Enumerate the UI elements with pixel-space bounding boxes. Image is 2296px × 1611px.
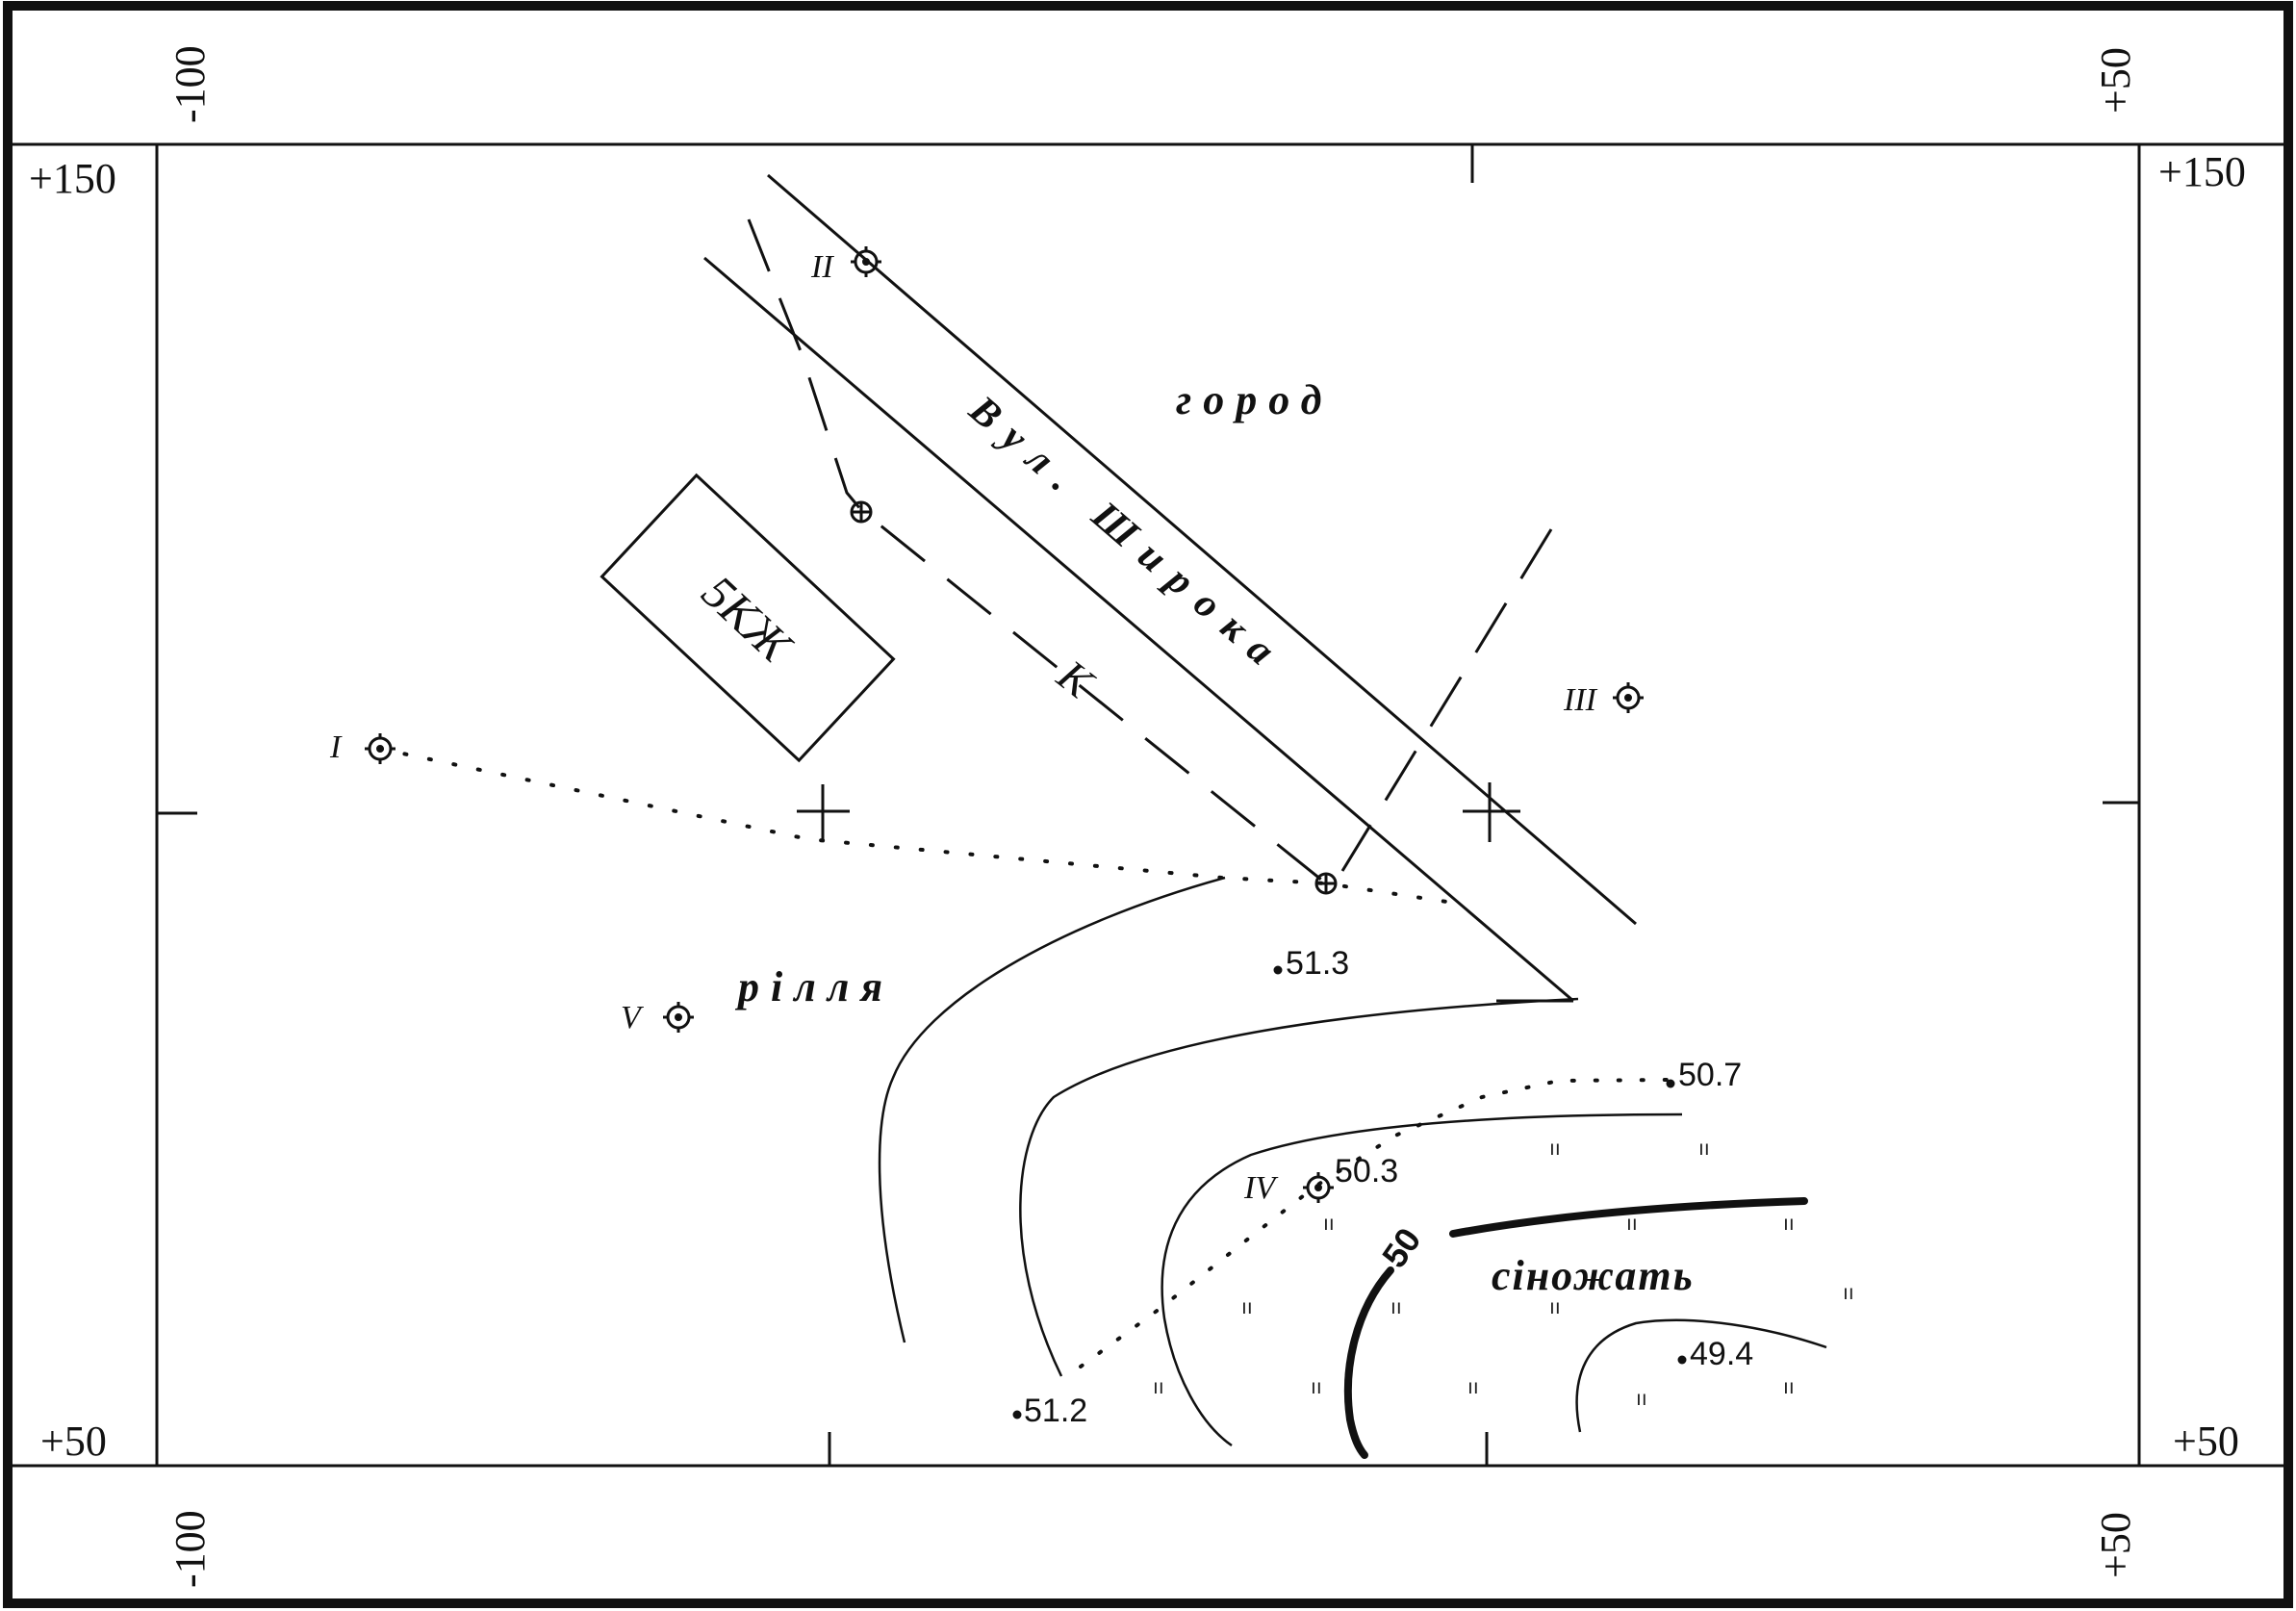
- station-I-icon: [365, 733, 395, 764]
- svg-text:ıı: ıı: [1783, 1213, 1795, 1235]
- dashed-line-east: [1340, 528, 1553, 872]
- contour-513: [1019, 997, 1579, 1377]
- svg-text:5КЖ: 5КЖ: [692, 565, 804, 674]
- map-outer-frame: [3, 1, 2293, 1608]
- label-arable: рілля: [734, 963, 894, 1010]
- station-V: V: [621, 1000, 694, 1036]
- contour-label-50: 50: [1374, 1220, 1429, 1274]
- coord-left-top: +150: [29, 155, 116, 202]
- station-IV-label: IV: [1243, 1170, 1279, 1206]
- spot-elev-507: 50.7: [1666, 1057, 1742, 1093]
- svg-text:ıı: ıı: [1323, 1213, 1335, 1235]
- svg-text:ıı: ıı: [1549, 1138, 1561, 1160]
- svg-text:ıı: ıı: [1390, 1296, 1402, 1318]
- station-III-icon: [1613, 682, 1644, 713]
- svg-text:51.2: 51.2: [1024, 1393, 1087, 1429]
- street-name: Вул. Широка: [960, 387, 1294, 684]
- station-I: I: [329, 729, 395, 765]
- coord-left-bottom: +50: [40, 1418, 107, 1465]
- coord-bottom-right: +50: [2092, 1512, 2139, 1578]
- contour-index-50: [1343, 1197, 1808, 1459]
- grid-ticks: [157, 144, 2139, 1466]
- contour-494: [1575, 1318, 1827, 1433]
- station-I-label: I: [329, 729, 343, 765]
- svg-text:51.3: 51.3: [1286, 945, 1349, 982]
- spot-elev-503: 50.3: [1335, 1153, 1398, 1189]
- svg-text:ıı: ıı: [1783, 1376, 1795, 1398]
- point-k-north-icon: [850, 500, 873, 524]
- svg-text:ıı: ıı: [1626, 1213, 1638, 1235]
- spot-elev-513: 51.3: [1273, 945, 1349, 982]
- station-IV-icon: [1303, 1172, 1334, 1203]
- svg-text:ıı: ıı: [1241, 1296, 1253, 1318]
- line-k: [747, 218, 1327, 885]
- coord-top-left: -100: [166, 45, 214, 123]
- coord-right-bottom: +50: [2173, 1418, 2239, 1465]
- label-meadow: сіножать: [1492, 1252, 1695, 1299]
- station-II: II: [810, 246, 881, 285]
- station-II-label: II: [810, 249, 834, 285]
- map-inner-frame: [155, 142, 2141, 1468]
- svg-text:ıı: ıı: [1843, 1282, 1854, 1304]
- svg-text:ıı: ıı: [1153, 1376, 1164, 1398]
- svg-text:ıı: ıı: [1311, 1376, 1322, 1398]
- svg-text:ıı: ıı: [1698, 1138, 1710, 1160]
- spot-elev-512: 51.2: [1012, 1393, 1087, 1429]
- svg-text:ıı: ıı: [1636, 1388, 1647, 1410]
- svg-text:ıı: ıı: [1467, 1376, 1479, 1398]
- coord-bottom-left: -100: [166, 1510, 214, 1588]
- svg-text:50.3: 50.3: [1335, 1153, 1398, 1189]
- grid-cross: [797, 782, 1520, 842]
- station-III: III: [1563, 682, 1644, 718]
- coord-right-top: +150: [2158, 148, 2246, 195]
- label-garden: город: [1176, 376, 1334, 423]
- meadow-symbols: ıı ıı ıı ıı ıı ıı ıı ıı ıı ıı ıı ıı ıı ı…: [1153, 1138, 1854, 1410]
- station-V-label: V: [621, 1000, 645, 1036]
- building-5kzh: 5КЖ: [600, 473, 896, 763]
- contour-507: [1161, 1112, 1683, 1447]
- station-III-label: III: [1563, 682, 1598, 718]
- svg-text:ıı: ıı: [1549, 1296, 1561, 1318]
- contour-outer: [878, 876, 1226, 1343]
- spot-elev-494: 49.4: [1677, 1336, 1753, 1372]
- station-II-icon: [851, 246, 881, 277]
- point-k-south-icon: [1314, 872, 1338, 895]
- station-V-icon: [663, 1002, 694, 1033]
- station-IV: IV: [1243, 1170, 1334, 1206]
- coord-top-right: +50: [2092, 47, 2139, 114]
- svg-text:50.7: 50.7: [1678, 1057, 1742, 1093]
- dotted-traverse-south: [1079, 1078, 1671, 1368]
- svg-text:49.4: 49.4: [1690, 1336, 1753, 1372]
- dotted-traverse-north: [378, 747, 1455, 905]
- contour-lines: [878, 876, 1827, 1447]
